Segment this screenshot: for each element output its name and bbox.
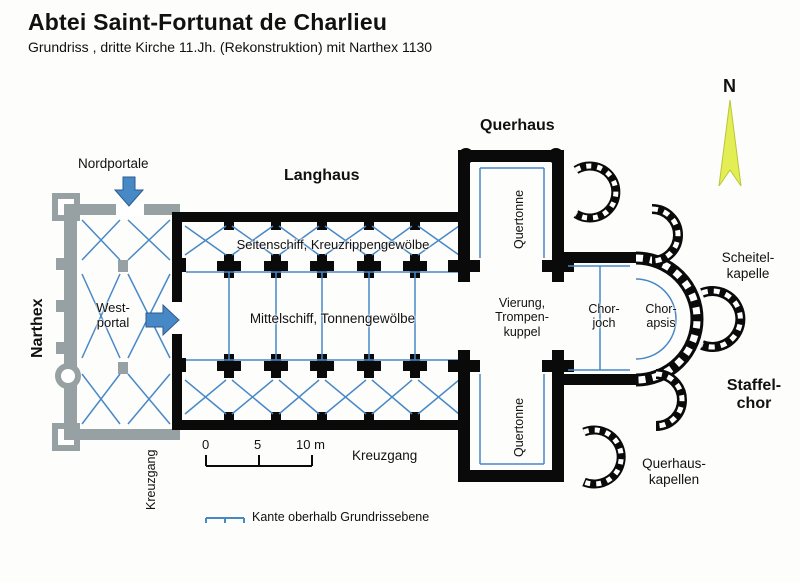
narthex-structure (52, 193, 180, 451)
label-line: joch (592, 316, 616, 331)
label-langhaus: Langhaus (284, 167, 360, 184)
north-portal-arrow-icon (113, 176, 145, 207)
legend-text: Kante oberhalb Grundrissebene (252, 510, 430, 524)
label-kreuzgang-south: Kreuzgang (352, 448, 418, 463)
choir-vault-lines (568, 265, 677, 371)
label-line: West- (96, 300, 130, 315)
label-line: Querhaus- (642, 456, 706, 471)
staffelchor-chapels (651, 204, 687, 431)
label-kreuzgang-west: Kreuzgang (144, 449, 158, 510)
label-line: Scheitel- (721, 250, 775, 265)
scale-tick-10: 10 m (296, 437, 325, 452)
label-scheitelkapelle: Scheitel- kapelle (702, 250, 794, 281)
label-chorjoch: Chor- joch (576, 302, 632, 331)
scheitelkapelle-chapel (700, 286, 746, 352)
transept-walls (458, 148, 564, 482)
scale-tick-0: 0 (202, 437, 210, 452)
compass-north-arrow-icon (718, 99, 742, 187)
label-line: Chor- (588, 302, 620, 316)
label-line: Vierung, (498, 296, 546, 310)
compass-north-label: N (723, 76, 736, 96)
page-subtitle: Grundriss , dritte Kirche 11.Jh. (Rekons… (28, 39, 433, 55)
legend-edge-symbol (205, 517, 245, 523)
label-line: kapellen (648, 471, 700, 487)
stair-turret (55, 363, 81, 389)
label-mittelschiff: Mittelschiff, Tonnengewölbe (249, 311, 416, 326)
querhaus-chapels (573, 161, 626, 489)
arcade-piers (217, 254, 427, 378)
scale-tick-5: 5 (254, 437, 262, 452)
label-line: kapelle (726, 265, 770, 281)
label-vierung: Vierung, Trompen- kuppel (483, 296, 561, 339)
label-staffelchor: Staffel- chor (712, 377, 796, 414)
label-nordportale: Nordportale (78, 156, 149, 171)
label-quertonne-north: Quertonne (512, 189, 526, 249)
scale-bar (205, 455, 313, 467)
label-line: Chor- (645, 302, 677, 316)
label-querhauskapellen: Querhaus- kapellen (624, 456, 724, 487)
label-westportal: West- portal (88, 300, 138, 331)
choir-walls (560, 252, 638, 385)
label-narthex: Narthex (29, 298, 46, 358)
label-line: kuppel (503, 324, 541, 339)
west-portal-arrow-icon (145, 303, 180, 337)
label-line: Trompen- (495, 310, 549, 325)
label-querhaus: Querhaus (480, 117, 555, 134)
label-line: Staffel- (726, 377, 782, 394)
transept-vault-lines (479, 167, 545, 465)
label-line: portal (96, 314, 130, 330)
label-quertonne-south: Quertonne (512, 397, 526, 457)
nave-vault-lines (184, 225, 460, 415)
label-line: chor (736, 395, 772, 413)
label-seitenschiff: Seitenschiff, Kreuzrippengewölbe (236, 237, 430, 252)
label-chorapsis: Chor- apsis (632, 302, 690, 331)
page-title: Abtei Saint-Fortunat de Charlieu (28, 9, 388, 35)
label-line: apsis (646, 316, 676, 331)
